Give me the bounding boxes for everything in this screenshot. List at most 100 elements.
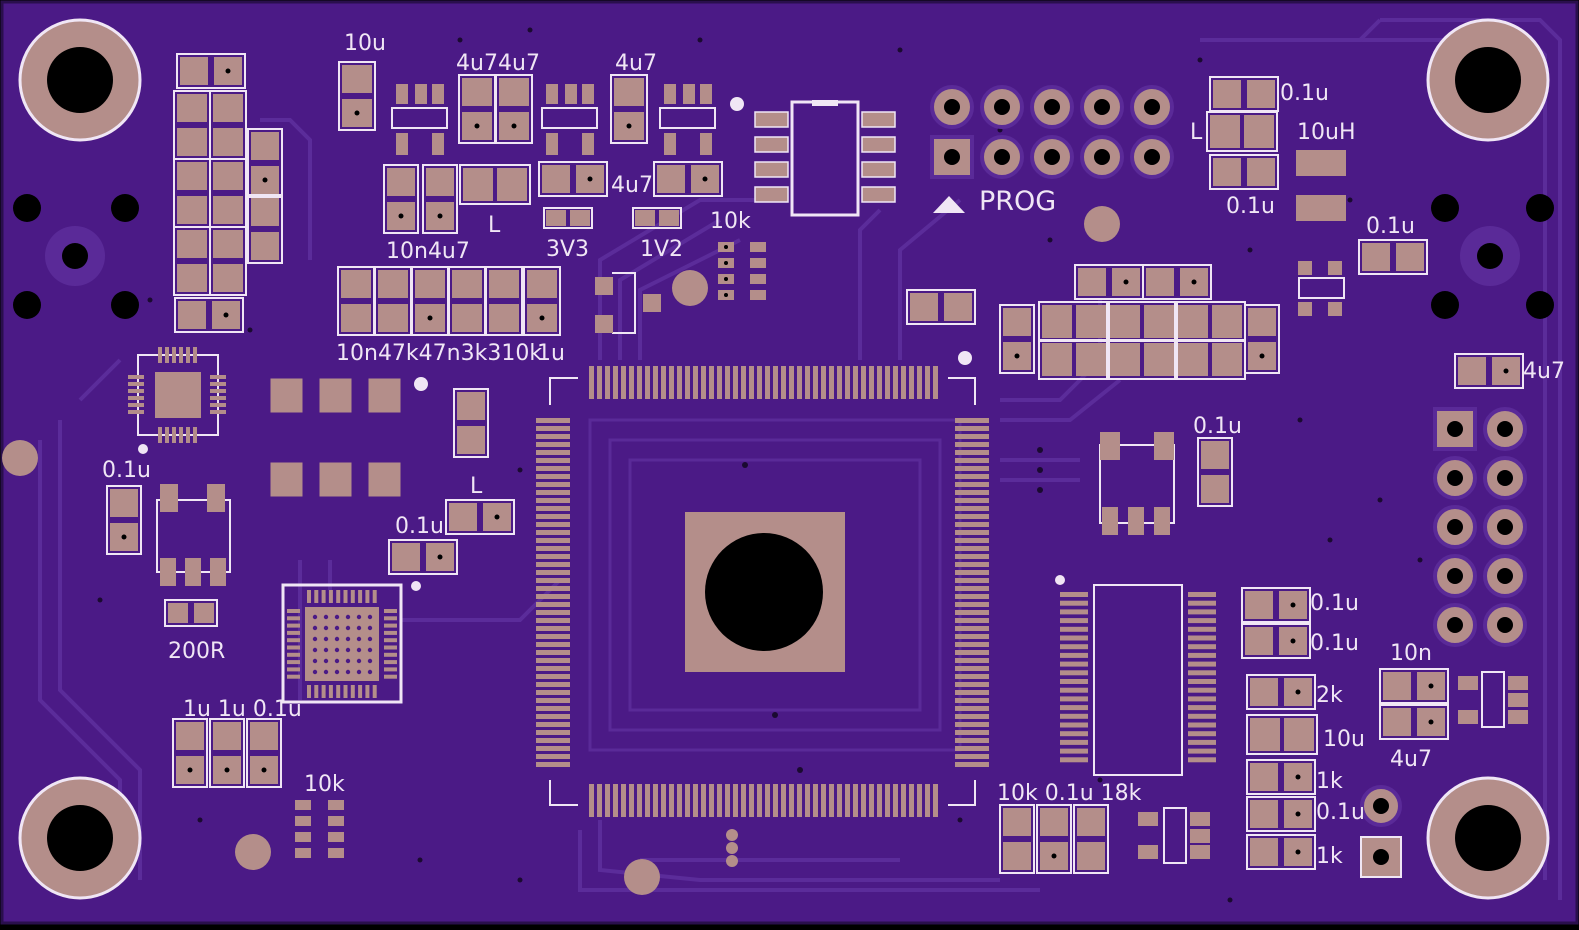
mcu-pin [536, 546, 570, 551]
smd-passive [1246, 714, 1318, 755]
soic-pin [1060, 687, 1088, 693]
mcu-pin [773, 366, 778, 399]
mcu-pin [955, 554, 989, 559]
qfn-pin [287, 652, 300, 657]
thermal-via [345, 658, 351, 664]
mcu-pin [677, 366, 682, 399]
label-1k-a: 1k [1316, 769, 1343, 794]
thermal-via [345, 614, 351, 620]
smd-passive [1209, 154, 1279, 190]
mcu-pin [645, 366, 650, 399]
pin-drill [1447, 470, 1463, 486]
mcu-pin [955, 746, 989, 751]
mcu-pin [741, 366, 746, 399]
mcu-pin [955, 578, 989, 583]
mcu-pin [605, 784, 610, 817]
smd-passive [209, 226, 247, 296]
mcu-pin [597, 784, 602, 817]
mcu-pin [901, 784, 906, 817]
qfn-pin [321, 685, 326, 698]
mcu-pin [661, 366, 666, 399]
mcu-pin [955, 690, 989, 695]
pin-drill [1447, 519, 1463, 535]
thermal-via [334, 658, 340, 664]
mcu-pin [536, 482, 570, 487]
smd-passive [453, 388, 489, 458]
mcu-pin [749, 366, 754, 399]
mcu-pin [853, 784, 858, 817]
soic-chip-top [754, 100, 896, 217]
mcu-pin [955, 730, 989, 735]
mcu-pin [536, 762, 570, 767]
smd-passive [448, 266, 486, 336]
label-2k: 2k [1316, 683, 1343, 708]
smd-passive [653, 161, 723, 197]
qfn-pin [128, 375, 144, 379]
pin-drill [1447, 421, 1463, 437]
passive-components [106, 53, 1524, 874]
mcu-pin [536, 578, 570, 583]
smd-passive [1038, 339, 1110, 380]
soic-pin [1060, 739, 1088, 745]
smd-passive [1174, 301, 1246, 342]
solder-jumper [543, 207, 593, 229]
mcu-pin [693, 366, 698, 399]
mcu-pin [536, 562, 570, 567]
label-10k-top: 10k [710, 209, 751, 234]
pin-drill [1447, 617, 1463, 633]
qfn-pin [365, 685, 370, 698]
qfn-pin [210, 389, 226, 393]
mcu-pin [955, 530, 989, 535]
qfn-pin [384, 652, 397, 657]
mcu-pin [955, 666, 989, 671]
mcu-pin [536, 594, 570, 599]
qfn-pin [287, 674, 300, 679]
mcu-pin [536, 698, 570, 703]
qfn-pin [343, 590, 348, 603]
smd-passive [173, 158, 211, 228]
label-3v3: 3V3 [546, 237, 589, 262]
smd-passive [1244, 304, 1280, 374]
qfn-pin [186, 347, 190, 363]
mcu-pin [955, 466, 989, 471]
label-4u7-d: 4u7 [611, 173, 653, 198]
mcu-pin [536, 466, 570, 471]
label-l-right: L [1190, 120, 1203, 145]
label-10n-right: 10n [1390, 641, 1432, 666]
smd-passive [1206, 111, 1278, 152]
vias [97, 27, 1423, 903]
smd-passive [1142, 264, 1212, 300]
soic-pin [1188, 748, 1216, 754]
qfn-left [128, 347, 226, 454]
qfn-pin [307, 590, 311, 603]
mcu-pin [955, 418, 989, 423]
mcu-pin [955, 602, 989, 607]
solder-jumper [632, 207, 682, 229]
smd-passive [209, 718, 245, 788]
pin-drill [994, 149, 1010, 165]
mcu-pin [765, 784, 770, 817]
qfn-pin [172, 427, 176, 443]
mcu-pin [536, 618, 570, 623]
mcu-pin [733, 784, 738, 817]
mcu-pin [955, 490, 989, 495]
soic-pin [1188, 644, 1216, 650]
mcu-pin [955, 506, 989, 511]
mcu-pin [877, 366, 882, 399]
qfn-pin [158, 427, 162, 443]
smd-passive [445, 499, 515, 535]
label-01u-rb: 0.1u [1366, 214, 1415, 239]
label-4u7-c: 4u7 [615, 51, 657, 76]
prog-header [930, 85, 1174, 213]
mcu-pin [536, 722, 570, 727]
smd-passive [106, 485, 142, 555]
mcu-pin [637, 784, 642, 817]
mcu-pin [693, 784, 698, 817]
smd-passive [906, 289, 976, 325]
mcu-pin [955, 594, 989, 599]
qfn-pin [128, 382, 144, 386]
soic-pin [1060, 696, 1088, 702]
qfn-pin [165, 347, 169, 363]
mcu-pin [536, 474, 570, 479]
qfn-pin [384, 638, 397, 643]
